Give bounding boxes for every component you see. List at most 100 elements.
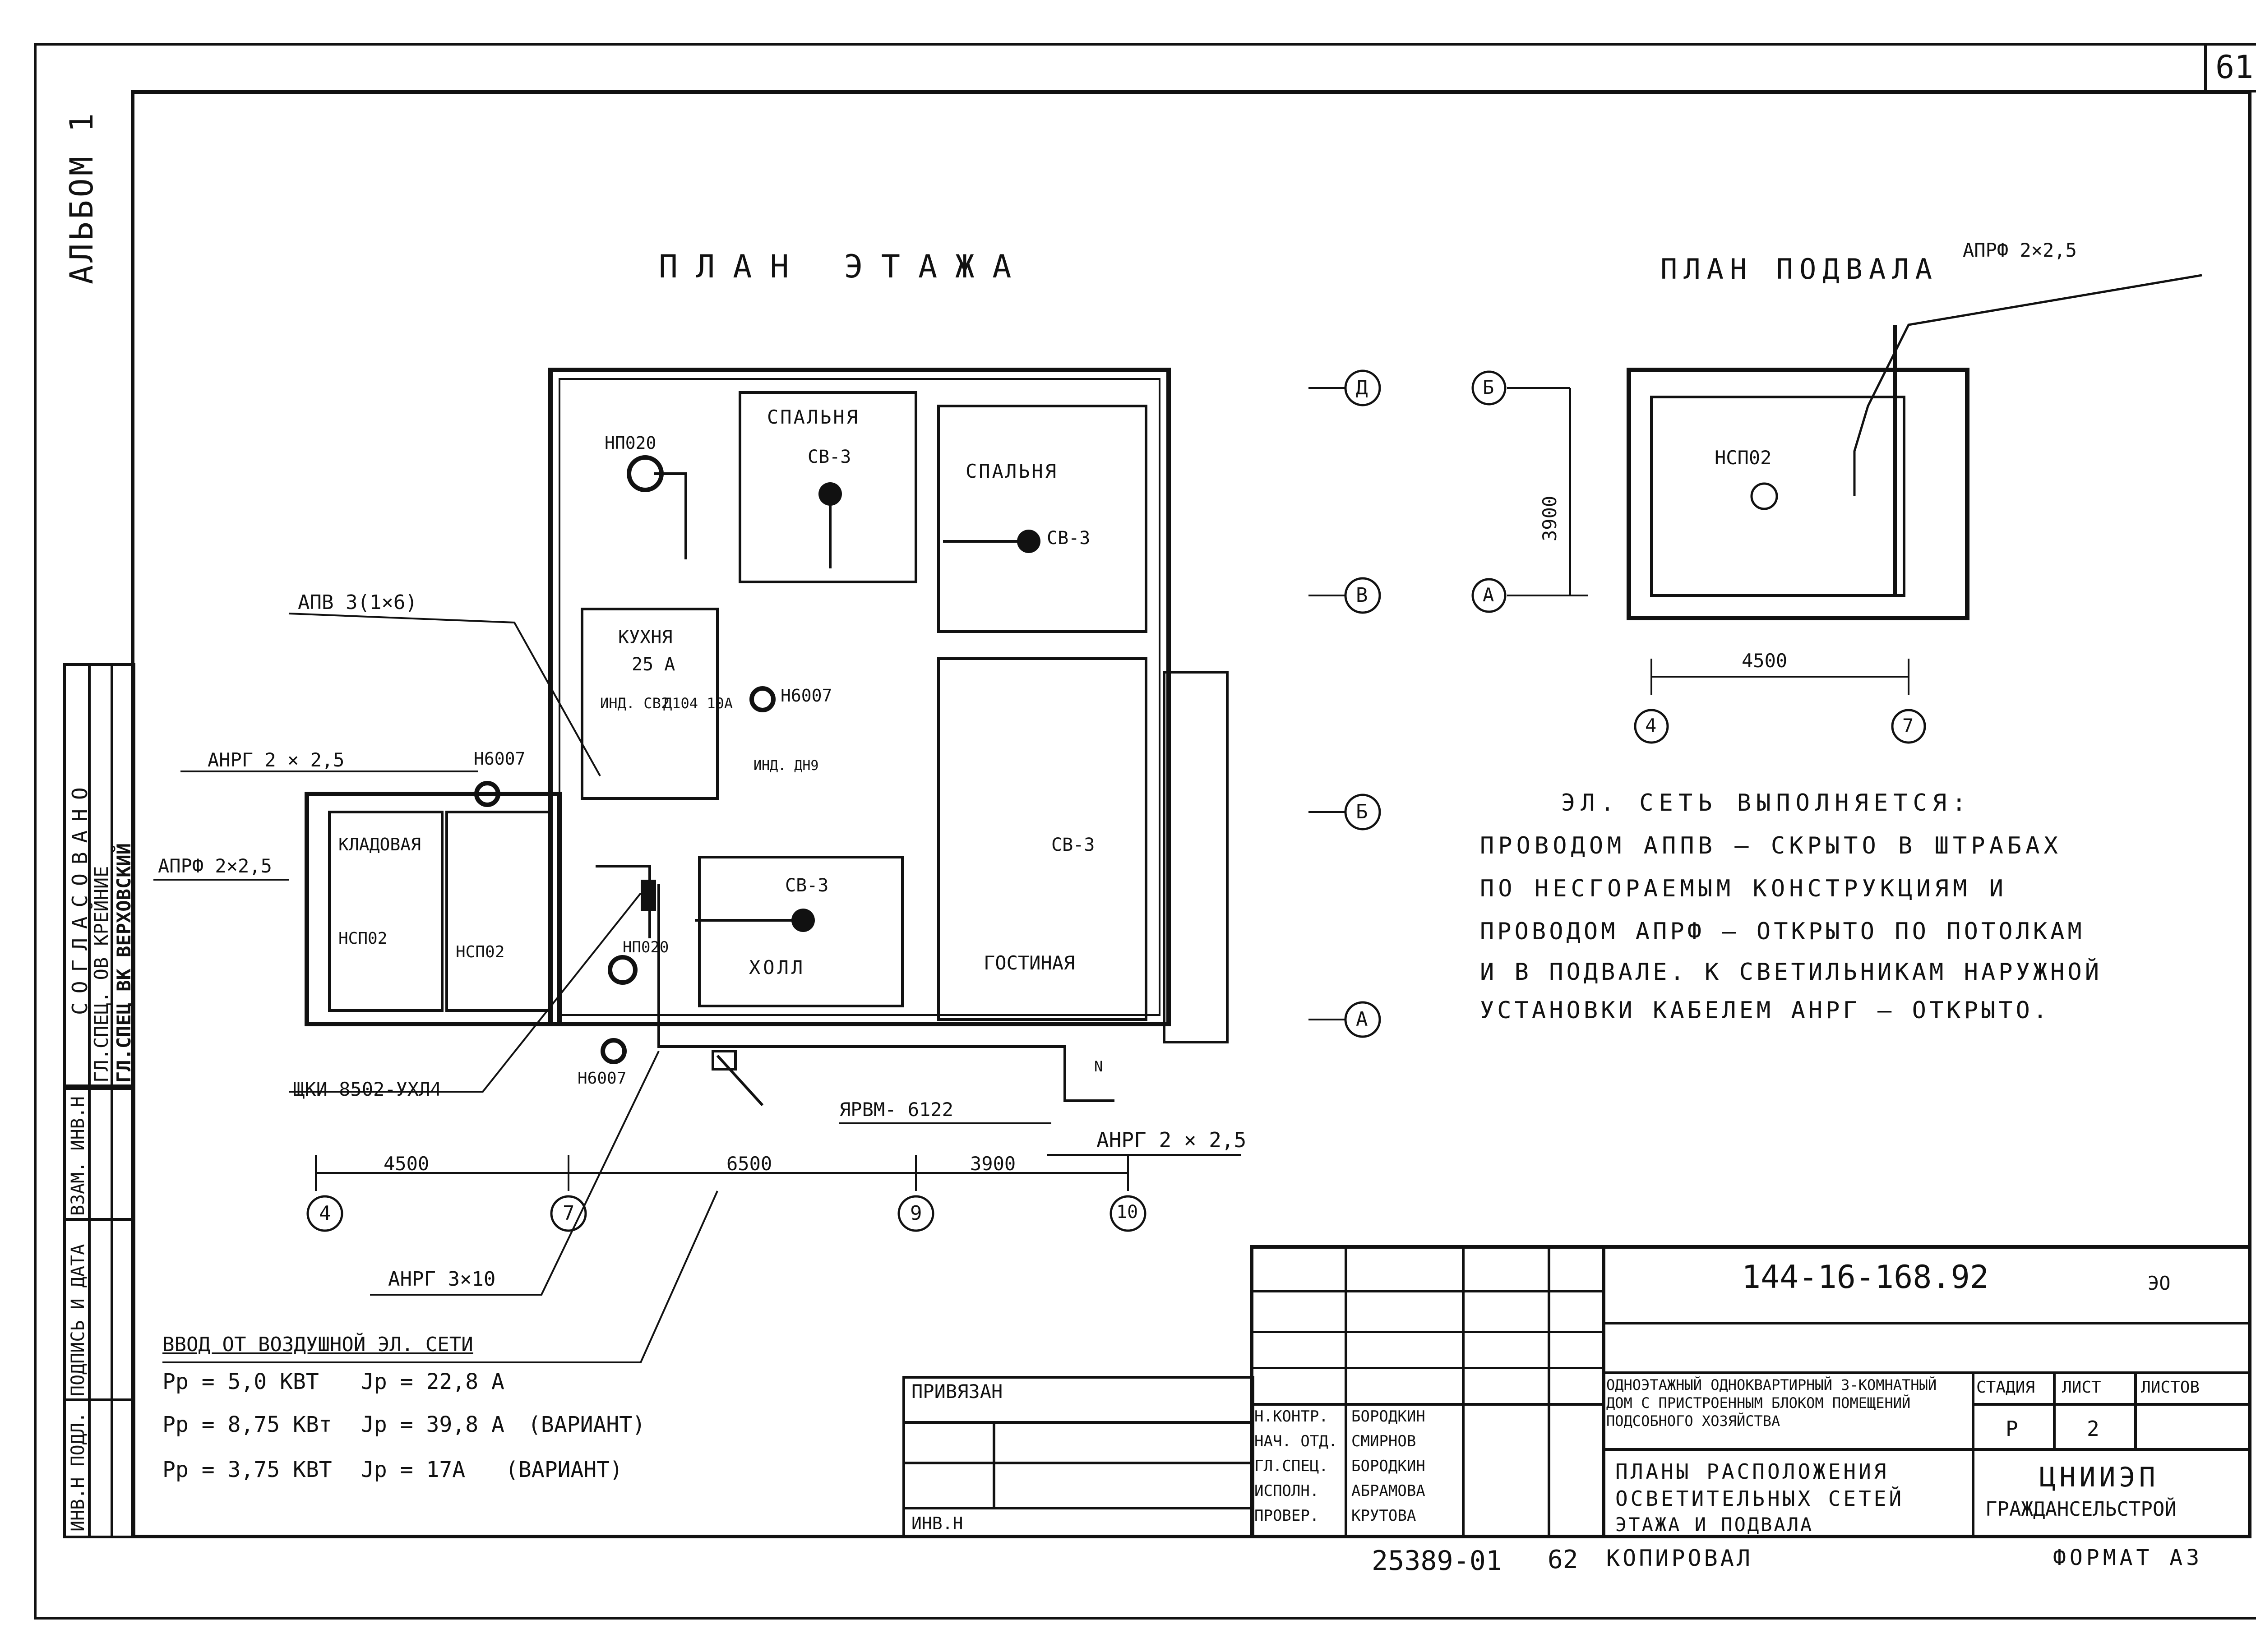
basement-dim-vertical: 3900 (1539, 495, 1561, 541)
room-pantry: КЛАДОВАЯ (338, 835, 421, 854)
callout-anrg: АНРГ 2 × 2,5 (1096, 1128, 1247, 1152)
callout-aprf: АПРФ 2×2,5 (158, 855, 272, 877)
basement-plan-title: ПЛАН ПОДВАЛА (1660, 253, 1938, 286)
sheet-title-line: ЭТАЖА И ПОДВАЛА (1615, 1514, 1814, 1536)
role-label: НАЧ. ОТД. (1254, 1432, 1338, 1450)
fixture-d104: Д104 10А (663, 695, 733, 712)
callout-yarvm: ЯРВМ- 6122 (839, 1098, 953, 1121)
role-label: Н.КОНТР. (1254, 1407, 1328, 1426)
stage-value: Р (2006, 1417, 2018, 1441)
divider (1250, 1403, 1604, 1406)
fixture-n6007: Н6007 (474, 749, 526, 769)
side-stamp-divider (111, 1087, 113, 1538)
input-heading: ВВОД ОТ ВОЗДУШНОЙ ЭЛ. СЕТИ (162, 1333, 473, 1356)
privyazan-label: ПРИВЯЗАН (911, 1380, 1003, 1403)
side-stamp-divider (88, 1087, 91, 1538)
fixture-sv3: СВ-3 (808, 447, 851, 467)
sheet-outer-frame (34, 43, 2256, 1620)
sheet-title-line: ПЛАНЫ РАСПОЛОЖЕНИЯ (1615, 1459, 1889, 1484)
basement-dim-horizontal: 4500 (1742, 650, 1788, 672)
note-line: И В ПОДВАЛЕ. К СВЕТИЛЬНИКАМ НАРУЖНОЙ (1480, 959, 2103, 986)
axis-label: 10 (1116, 1202, 1138, 1223)
role-label: ГЛ.СПЕЦ. (1254, 1457, 1328, 1475)
dimension: 3900 (970, 1153, 1016, 1175)
sheet-value: 2 (2087, 1417, 2099, 1441)
fixture-n6007: Н6007 (578, 1069, 627, 1088)
fixture-sv3: СВ-3 (1047, 528, 1091, 549)
project-title: ОДНОЭТАЖНЫЙ ОДНОКВАРТИРНЫЙ 3-КОМНАТНЫЙ Д… (1606, 1376, 1937, 1430)
divider (1548, 1245, 1550, 1538)
fixture-n6007: Н6007 (781, 686, 832, 706)
input-current: Jр = 17А (361, 1457, 466, 1482)
org-line: ГРАЖДАНСЕЛЬСТРОЙ (1985, 1498, 2177, 1521)
side-stamp-divider (63, 1218, 135, 1221)
sheet-title-line: ОСВЕТИТЕЛЬНЫХ СЕТЕЙ (1615, 1486, 1905, 1511)
divider (1462, 1245, 1465, 1538)
room-bedroom2: СПАЛЬНЯ (966, 460, 1059, 482)
divider (902, 1421, 1254, 1424)
fixture-nsp02: НСП02 (338, 929, 388, 948)
axis-label: 7 (563, 1202, 575, 1225)
divider (1250, 1367, 1604, 1369)
doc-code: ЭО (2148, 1272, 2171, 1294)
approval-stamp-divider (111, 663, 113, 1087)
axis-label: Д (1356, 376, 1368, 399)
note-line: ПРОВОДОМ АППВ – СКРЫТО В ШТРАБАХ (1480, 832, 2062, 859)
footer-copied: КОПИРОВАЛ (1606, 1545, 1753, 1571)
footer-number: 25389-01 (1372, 1545, 1502, 1577)
basement-cable: АПРФ 2×2,5 (1963, 239, 2077, 261)
axis-label: Б (1356, 800, 1368, 823)
axis-label: А (1483, 584, 1494, 606)
neutral-label: N (1094, 1058, 1103, 1075)
divider (902, 1507, 1254, 1509)
kitchen-rating: 25 А (632, 654, 675, 675)
callout-anrg: АНРГ 2 × 2,5 (208, 749, 345, 771)
axis-label: В (1356, 584, 1368, 607)
footer-page: 62 (1548, 1545, 1578, 1574)
sheets-label: ЛИСТОВ (2141, 1378, 2200, 1397)
footer-format: ФОРМАТ А3 (2053, 1545, 2203, 1570)
name-label: БОРОДКИН (1351, 1407, 1425, 1426)
input-current: Jр = 39,8 А (361, 1412, 504, 1437)
axis-label: 4 (1645, 715, 1657, 737)
divider (2053, 1371, 2056, 1450)
input-current: Jр = 22,8 А (361, 1369, 504, 1394)
divider (1972, 1371, 1974, 1538)
axis-label: 7 (1902, 715, 1914, 737)
name-label: КРУТОВА (1351, 1507, 1416, 1525)
divider (1250, 1331, 1604, 1333)
note-line: ПРОВОДОМ АПРФ – ОТКРЫТО ПО ПОТОЛКАМ (1480, 918, 2085, 945)
org-line: ЦНИИЭП (2039, 1462, 2159, 1493)
pantry-outer-wall (305, 792, 562, 1026)
approval-stamp-divider (88, 663, 91, 1087)
axis-label: 9 (910, 1202, 922, 1225)
privyazan-block (902, 1376, 1254, 1538)
divider (902, 1462, 1254, 1464)
divider (1602, 1245, 1605, 1538)
fixture-ind-dn9: ИНД. ДН9 (754, 758, 819, 774)
doc-number: 144-16-168.92 (1742, 1259, 1989, 1296)
name-label: АБРАМОВА (1351, 1482, 1425, 1500)
divider (1604, 1448, 2251, 1451)
note-line: ПО НЕСГОРАЕМЫМ КОНСТРУКЦИЯМ И (1480, 875, 2007, 902)
axis-label: Б (1483, 376, 1494, 398)
main-outer-wall (548, 368, 1171, 1026)
divider (1345, 1245, 1347, 1538)
floor-plan-title: ПЛАН ЭТАЖА (659, 248, 1030, 285)
page-number-box (2204, 43, 2256, 92)
axis-label: А (1356, 1008, 1368, 1031)
input-note: (ВАРИАНТ) (528, 1412, 646, 1437)
callout-anrg310: АНРГ 3×10 (388, 1268, 496, 1291)
divider (1604, 1371, 2251, 1374)
note-line: УСТАНОВКИ КАБЕЛЕМ АНРГ – ОТКРЫТО. (1480, 997, 2051, 1024)
dimension: 6500 (726, 1153, 772, 1175)
page-number: 61 (2215, 49, 2254, 86)
room-bedroom1: СПАЛЬНЯ (767, 406, 860, 428)
divider (1972, 1403, 2251, 1406)
fixture-sv3: СВ-3 (785, 875, 829, 896)
divider (1604, 1322, 2251, 1324)
input-power: Pр = 5,0 КВТ (162, 1369, 319, 1394)
role-label: ПРОВЕР. (1254, 1507, 1319, 1525)
divider (993, 1421, 995, 1507)
